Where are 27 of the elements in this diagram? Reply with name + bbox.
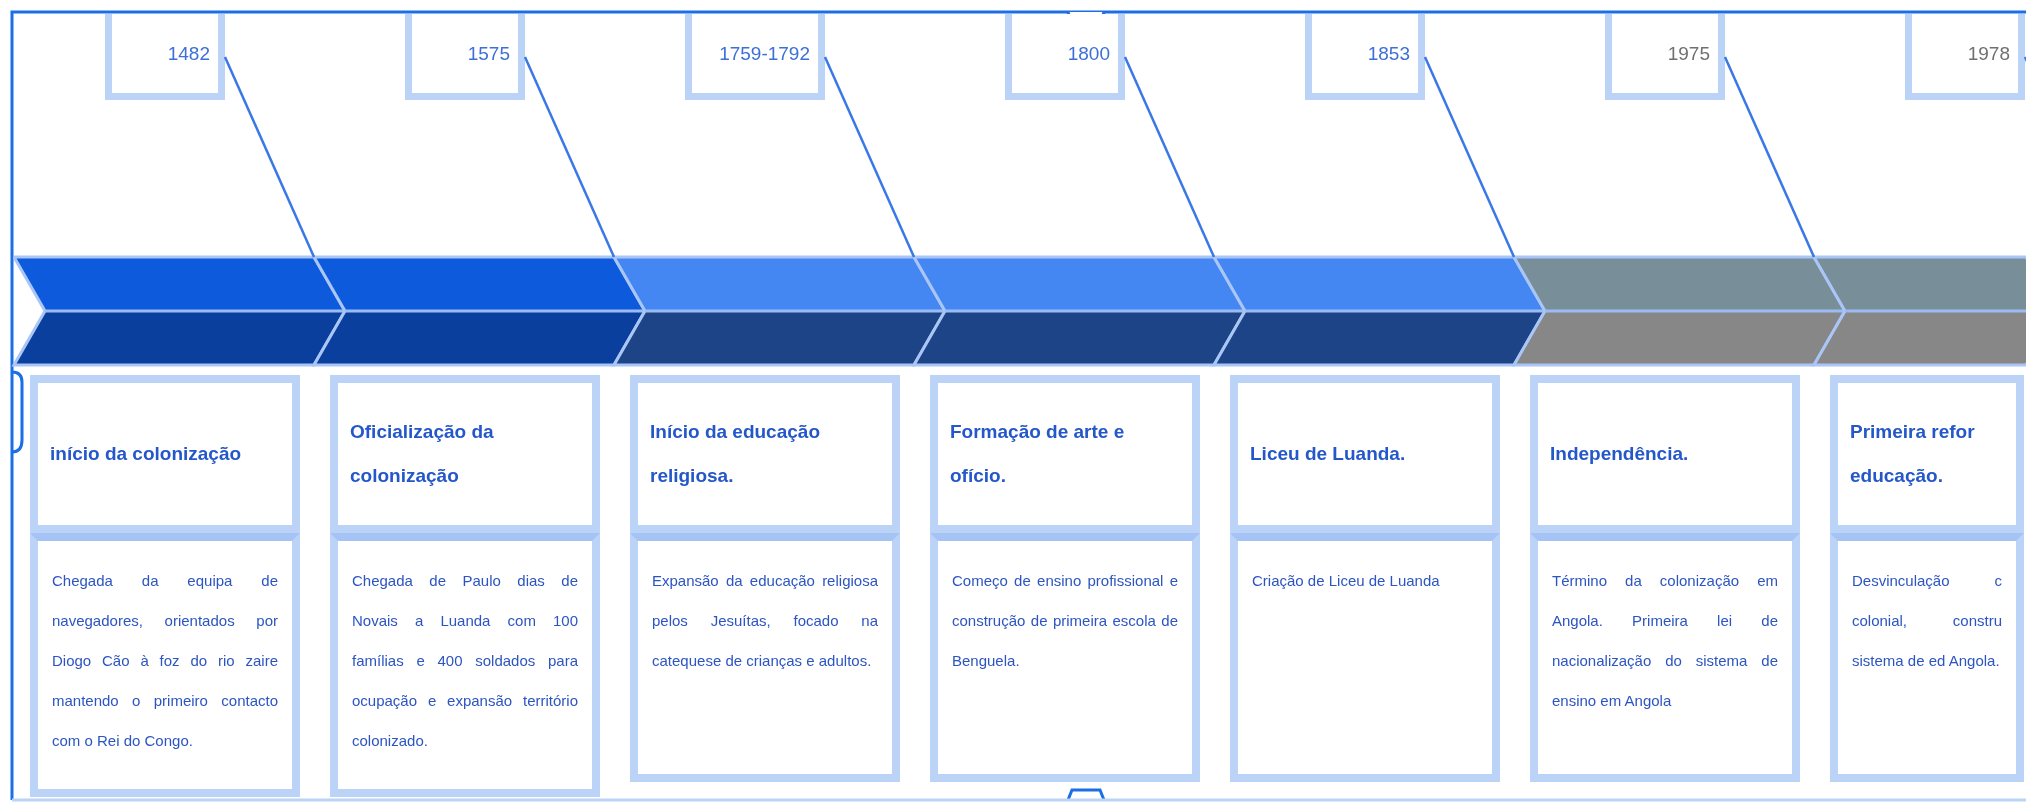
event-title-box: Liceu de Luanda. xyxy=(1230,375,1500,533)
event-title-box: Independência. xyxy=(1530,375,1800,533)
year-label-box: 1800 xyxy=(1005,14,1125,100)
event-description-box: Chegada da equipa de navegadores, orientados por Diogo Cão à foz do rio zaire mantendo o primeiro contacto com o Rei do Congo. xyxy=(30,533,300,797)
year-label-box: 1759-1792 xyxy=(685,14,825,100)
year-label-box: 1482 xyxy=(105,14,225,100)
leader-line xyxy=(1723,56,1816,258)
year-label-box: 1975 xyxy=(1605,14,1725,100)
year-label-box: 1853 xyxy=(1305,14,1425,100)
event-description-box: Término da colonização em Angola. Primeira lei de nacionalização do sistema de ensino em Angola xyxy=(1530,533,1800,782)
event-description-box: Expansão da educação religiosa pelos Jesuítas, focado na catequese de crianças e adultos. xyxy=(630,533,900,782)
event-description-box: Começo de ensino profissional e construção de primeira escola de Benguela. xyxy=(930,533,1200,782)
leader-line xyxy=(1123,56,1216,258)
leader-line xyxy=(823,56,916,258)
leader-line xyxy=(223,56,316,258)
event-title-box: Formação de arte e ofício. xyxy=(930,375,1200,533)
year-label-box: 1575 xyxy=(405,14,525,100)
event-description-box: Desvinculação c colonial, constru sistema de ed Angola. xyxy=(1830,533,2024,782)
event-title-box: Início da educação religiosa. xyxy=(630,375,900,533)
event-title-box: Oficialização da colonização xyxy=(330,375,600,533)
year-label-box: 1978 xyxy=(1905,14,2025,100)
event-description-box: Criação de Liceu de Luanda xyxy=(1230,533,1500,782)
leader-line xyxy=(1423,56,1516,258)
leader-line xyxy=(523,56,616,258)
event-title-box: Primeira refor educação. xyxy=(1830,375,2024,533)
event-title-box: início da colonização xyxy=(30,375,300,533)
event-description-box: Chegada de Paulo dias de Novais a Luanda com 100 famílias e 400 soldados para ocupação e expansão território colonizado. xyxy=(330,533,600,797)
